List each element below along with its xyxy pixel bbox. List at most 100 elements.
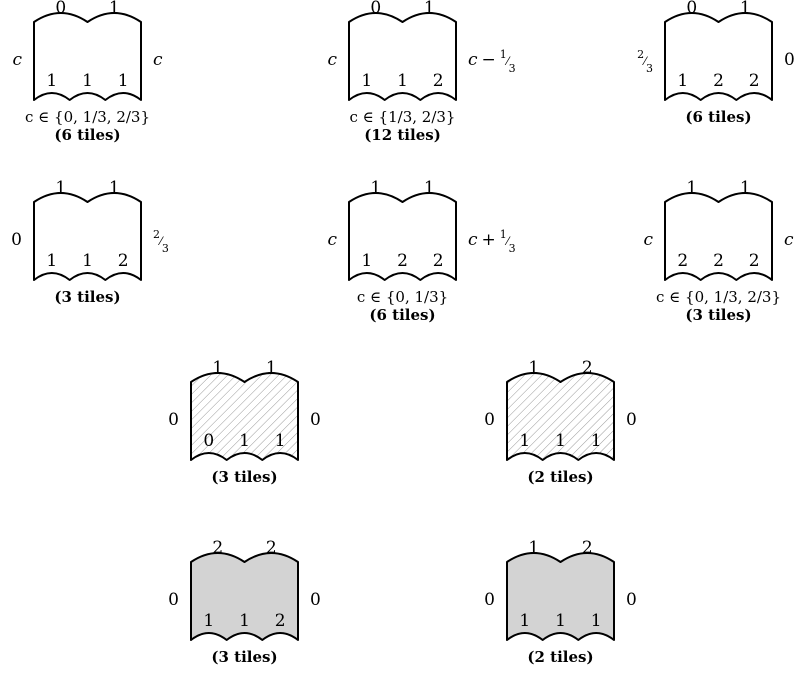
tile-2: 0 1 1 1 2 c c − 1⁄3 c ∈ {1/3, 2/3}(12 tiles)	[327, 0, 515, 144]
left-label: 0	[484, 410, 495, 430]
top-label: 1	[370, 178, 381, 198]
top-label: 1	[686, 178, 697, 198]
bottom-label: 2	[433, 71, 444, 91]
bottom-label: 1	[203, 611, 214, 631]
top-label: 0	[686, 0, 697, 18]
bottom-label: 0	[203, 431, 214, 451]
tile-7: 1 1 0 1 1 0 0 (3 tiles)	[168, 358, 321, 486]
right-label: 2⁄3	[153, 228, 169, 255]
bottom-label: 1	[555, 431, 566, 451]
tile-outline	[33, 192, 142, 281]
bottom-label: 2	[397, 251, 408, 271]
condition-label: c ∈ {0, 1/3}	[357, 288, 448, 306]
tile-outline	[190, 372, 299, 461]
tile-9: 2 2 1 1 2 0 0 (3 tiles)	[168, 538, 321, 666]
tile-count-label: (2 tiles)	[527, 648, 593, 666]
tile-outline	[33, 12, 142, 101]
right-label: 0	[310, 590, 321, 610]
tile-count-label: (12 tiles)	[364, 126, 441, 144]
tile-count-label: (3 tiles)	[211, 648, 277, 666]
left-label: 0	[11, 230, 22, 250]
bottom-label: 1	[118, 71, 129, 91]
tile-count-label: (2 tiles)	[527, 468, 593, 486]
bottom-label: 1	[239, 431, 250, 451]
tile-count-label: (6 tiles)	[369, 306, 435, 324]
top-label: 2	[212, 538, 223, 558]
tile-outline	[506, 372, 615, 461]
top-label: 1	[212, 358, 223, 378]
bottom-label: 1	[519, 611, 530, 631]
right-label: c + 1⁄3	[468, 228, 516, 255]
left-label: c	[12, 50, 22, 70]
top-label: 1	[424, 178, 435, 198]
right-label: c	[784, 230, 794, 250]
left-label: c	[327, 50, 337, 70]
bottom-label: 1	[46, 251, 57, 271]
left-label: c	[327, 230, 337, 250]
top-label: 1	[109, 0, 120, 18]
tile-count-label: (3 tiles)	[685, 306, 751, 324]
bottom-label: 1	[677, 71, 688, 91]
tile-outline	[664, 192, 773, 281]
bottom-label: 1	[275, 431, 286, 451]
top-label: 1	[740, 0, 751, 18]
right-label: 0	[626, 590, 637, 610]
bottom-label: 1	[397, 71, 408, 91]
top-label: 1	[740, 178, 751, 198]
bottom-label: 1	[46, 71, 57, 91]
top-label: 1	[109, 178, 120, 198]
tile-1: 0 1 1 1 1 c c c ∈ {0, 1/3, 2/3}(6 tiles)	[12, 0, 163, 144]
bottom-label: 1	[591, 611, 602, 631]
bottom-label: 1	[591, 431, 602, 451]
condition-label: c ∈ {0, 1/3, 2/3}	[25, 108, 150, 126]
right-label: c − 1⁄3	[468, 48, 516, 75]
top-label: 2	[582, 358, 593, 378]
bottom-label: 1	[82, 71, 93, 91]
left-label: 0	[168, 410, 179, 430]
tile-3: 0 1 1 2 2 2⁄3 0 (6 tiles)	[637, 0, 795, 126]
bottom-label: 2	[713, 251, 724, 271]
bottom-label: 2	[749, 251, 760, 271]
bottom-label: 2	[275, 611, 286, 631]
tile-outline	[506, 552, 615, 641]
right-label: 0	[784, 50, 795, 70]
tile-count-label: (6 tiles)	[685, 108, 751, 126]
bottom-label: 2	[713, 71, 724, 91]
tile-count-label: (6 tiles)	[54, 126, 120, 144]
left-label: 2⁄3	[637, 48, 653, 75]
tile-outline	[348, 12, 457, 101]
left-label: 0	[168, 590, 179, 610]
bottom-label: 1	[239, 611, 250, 631]
bottom-label: 2	[749, 71, 760, 91]
tile-count-label: (3 tiles)	[211, 468, 277, 486]
bottom-label: 1	[361, 251, 372, 271]
top-label: 1	[424, 0, 435, 18]
bottom-label: 2	[118, 251, 129, 271]
tile-count-label: (3 tiles)	[54, 288, 120, 306]
top-label: 2	[266, 538, 277, 558]
top-label: 1	[55, 178, 66, 198]
top-label: 0	[370, 0, 381, 18]
condition-label: c ∈ {0, 1/3, 2/3}	[656, 288, 781, 306]
top-label: 2	[582, 538, 593, 558]
right-label: c	[153, 50, 163, 70]
bottom-label: 1	[82, 251, 93, 271]
top-label: 0	[55, 0, 66, 18]
tile-outline	[190, 552, 299, 641]
left-label: 0	[484, 590, 495, 610]
tile-outline	[664, 12, 773, 101]
right-label: 0	[626, 410, 637, 430]
bottom-label: 1	[361, 71, 372, 91]
tile-outline	[348, 192, 457, 281]
top-label: 1	[266, 358, 277, 378]
condition-label: c ∈ {1/3, 2/3}	[350, 108, 456, 126]
right-label: 0	[310, 410, 321, 430]
bottom-label: 2	[677, 251, 688, 271]
tile-4: 1 1 1 1 2 0 2⁄3 (3 tiles)	[11, 178, 169, 306]
top-label: 1	[528, 538, 539, 558]
